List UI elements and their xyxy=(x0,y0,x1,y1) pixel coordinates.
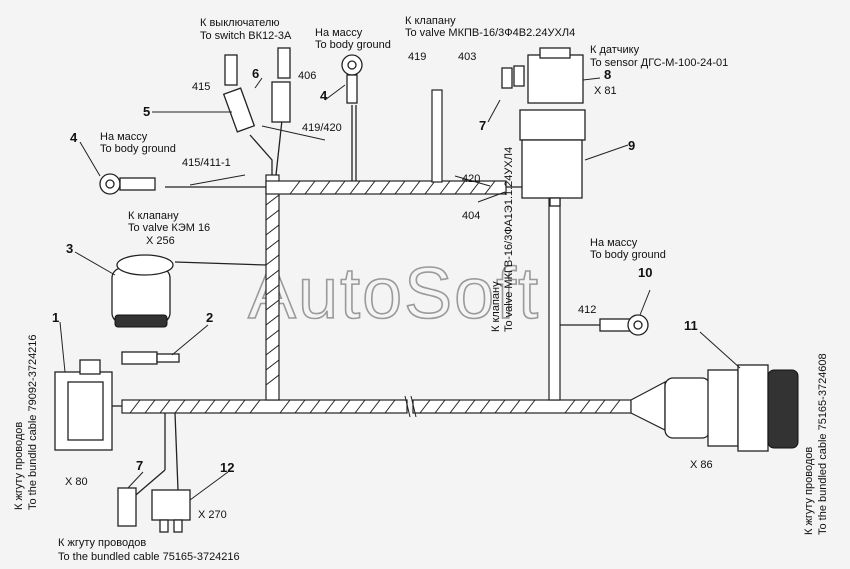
valve-kem-label-ru: К клапану xyxy=(128,210,179,222)
ground-top-label-ru: На массу xyxy=(315,27,363,39)
callout-1: 1 xyxy=(52,310,59,325)
labels: К выключателю To switch ВК12-3А На массу… xyxy=(13,15,829,563)
valve-vert-label-ru: К клапану xyxy=(490,281,502,332)
callout-4-top: 4 xyxy=(320,88,328,103)
sensor-9 xyxy=(519,109,586,207)
wire-419: 419 xyxy=(408,51,426,63)
ground-ring-right xyxy=(599,314,649,336)
connector-x80-label: X 80 xyxy=(65,476,88,488)
terminal-7-top xyxy=(501,65,525,89)
connector-x256 xyxy=(111,254,174,328)
ground-left-label-en: To body ground xyxy=(100,143,176,155)
callout-5: 5 xyxy=(143,104,150,119)
sensor-label-en: To sensor ДГС-М-100-24-01 xyxy=(590,57,728,69)
connector-x80 xyxy=(54,359,113,451)
callout-9: 9 xyxy=(628,138,635,153)
valve-top-label-ru: К клапану xyxy=(405,15,456,27)
wire-412: 412 xyxy=(578,304,596,316)
ground-left-label-ru: На массу xyxy=(100,131,148,143)
terminal-7-bottom xyxy=(117,487,137,527)
leader-lines xyxy=(59,77,741,501)
wire-403: 403 xyxy=(458,51,476,63)
connector-x270-label: X 270 xyxy=(198,509,227,521)
switch-connectors xyxy=(222,47,291,133)
wire-419-420: 419/420 xyxy=(302,122,342,134)
callout-7-bottom: 7 xyxy=(136,458,143,473)
sensor-label-ru: К датчику xyxy=(590,44,640,56)
callout-10: 10 xyxy=(638,265,652,280)
callout-4-left: 4 xyxy=(70,130,78,145)
callout-7-top: 7 xyxy=(479,118,486,133)
bottom-cable-label-ru: К жгуту проводов xyxy=(58,537,146,549)
callout-6: 6 xyxy=(252,66,259,81)
ground-top-label-en: To body ground xyxy=(315,39,391,51)
valve-vert-label-en: To valve МКГВ-16/3ФА1Э1.1.24УХЛ4 xyxy=(503,147,515,332)
callout-2: 2 xyxy=(206,310,213,325)
callout-8: 8 xyxy=(604,67,611,82)
connector-x81 xyxy=(527,47,584,104)
switch-label-ru: К выключателю xyxy=(200,17,280,29)
callout-11: 11 xyxy=(684,318,698,333)
watermark: AutoSoft xyxy=(248,254,540,334)
bottom-cable-label-en: To the bundled cable 75165-3724216 xyxy=(58,551,240,563)
ground-right-label-ru: На массу xyxy=(590,237,638,249)
terminal-2 xyxy=(121,351,180,365)
wire-415-411: 415/411-1 xyxy=(182,157,231,169)
left-cable-label-ru: К жгуту проводов xyxy=(13,422,25,510)
connector-x86 xyxy=(664,364,799,452)
ground-ring-left xyxy=(99,173,156,195)
connector-x270 xyxy=(151,489,191,533)
connector-x81-label: X 81 xyxy=(594,85,617,97)
wire-415: 415 xyxy=(192,81,210,93)
right-cable-label-ru: К жгуту проводов xyxy=(803,447,815,535)
wire-420: 420 xyxy=(462,173,480,185)
valve-top-label-en: To valve МКПВ-16/3Ф4В2.24УХЛ4 xyxy=(405,27,575,39)
connector-x86-label: X 86 xyxy=(690,459,713,471)
valve-kem-label-en: To valve КЭМ 16 xyxy=(128,222,210,234)
ground-right-label-en: To body ground xyxy=(590,249,666,261)
callout-12: 12 xyxy=(220,460,234,475)
wire-406: 406 xyxy=(298,70,316,82)
callout-3: 3 xyxy=(66,241,73,256)
connector-x256-label: X 256 xyxy=(146,235,175,247)
left-cable-label-en: To the bundld cable 79092-3724216 xyxy=(27,334,39,510)
switch-label-en: To switch ВК12-3А xyxy=(200,30,292,42)
ground-ring-top xyxy=(341,54,363,104)
right-cable-label-en: To the bundled cable 75165-3724608 xyxy=(817,353,829,535)
wire-404: 404 xyxy=(462,210,480,222)
